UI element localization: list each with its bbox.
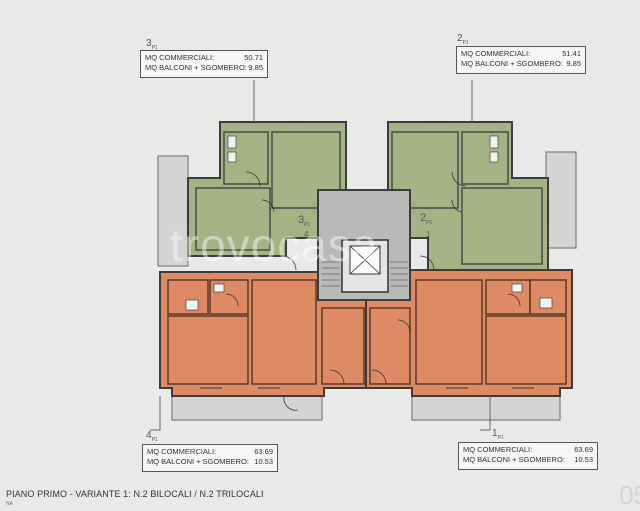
stair-label-right: 2P1 bbox=[420, 212, 433, 227]
plan-caption-small: NA bbox=[6, 501, 13, 507]
green-units bbox=[187, 121, 549, 271]
unit-1-label: 1P1 bbox=[492, 428, 504, 441]
stair-label-left: 3P1 bbox=[298, 214, 311, 229]
unit-3-label: 3P1 bbox=[146, 38, 158, 51]
unit-2-label: 2P1 bbox=[457, 33, 469, 46]
stair-core bbox=[317, 189, 411, 301]
page-number: 05 bbox=[619, 480, 640, 510]
stair-label-right-small: 1 bbox=[426, 230, 431, 239]
unit-3-area-box: MQ COMMERCIALI:50.71 MQ BALCONI + SGOMBE… bbox=[140, 50, 268, 78]
stair-label-left-small: 4 bbox=[304, 230, 309, 239]
unit-2-area-box: MQ COMMERCIALI:51.41 MQ BALCONI + SGOMBE… bbox=[456, 46, 586, 74]
unit-4-label: 4P1 bbox=[146, 430, 158, 443]
plan-caption: PIANO PRIMO - VARIANTE 1: N.2 BILOCALI /… bbox=[6, 489, 264, 499]
watermark: trovocasa bbox=[170, 219, 379, 271]
unit-4-area-box: MQ COMMERCIALI:63.69 MQ BALCONI + SGOMBE… bbox=[142, 444, 278, 472]
orange-units bbox=[159, 269, 573, 397]
unit-1-area-box: MQ COMMERCIALI:63.69 MQ BALCONI + SGOMBE… bbox=[458, 442, 598, 470]
